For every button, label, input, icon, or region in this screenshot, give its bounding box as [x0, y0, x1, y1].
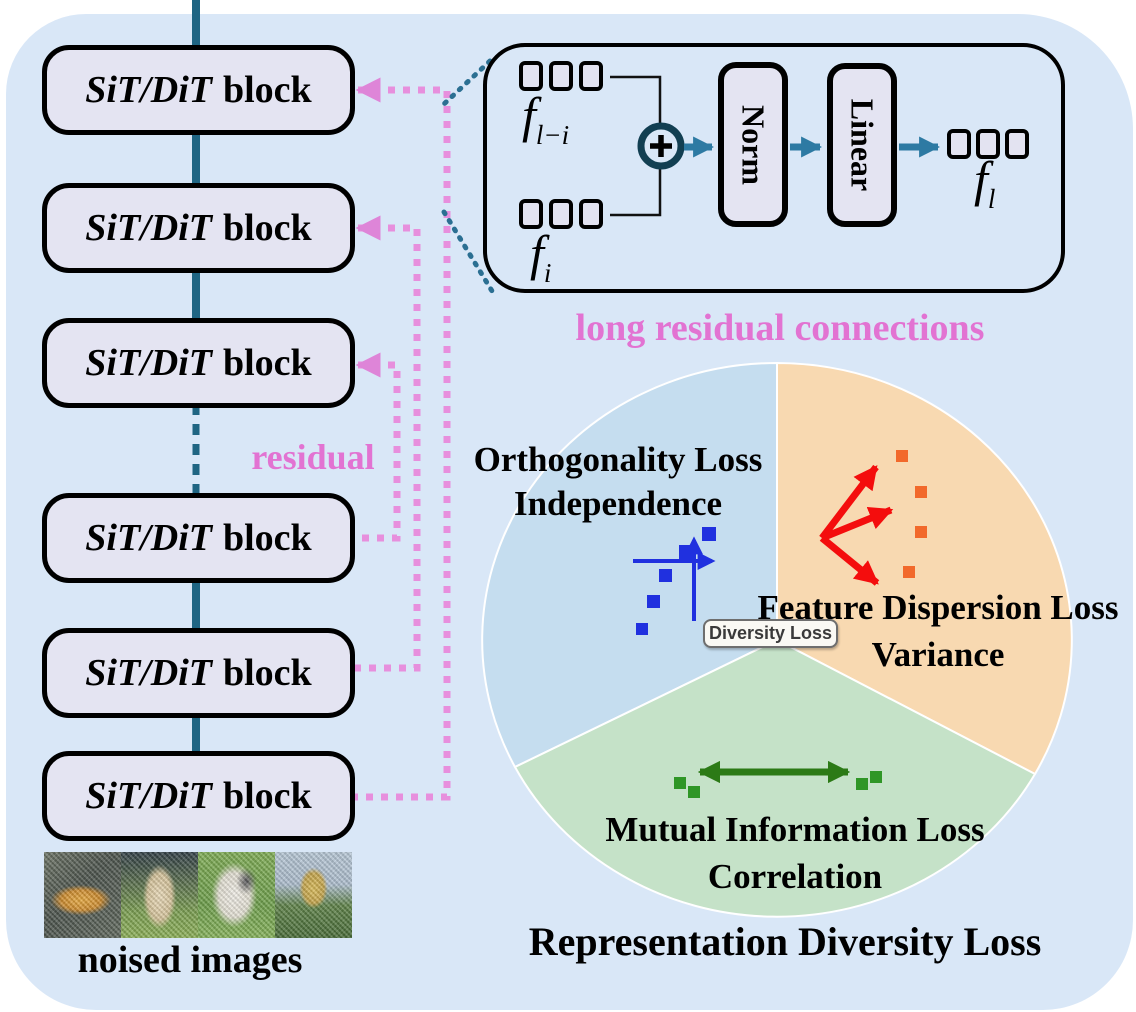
- sector-subtitle: Variance: [871, 635, 1005, 674]
- block-label-rest: block: [222, 207, 312, 249]
- input-tokens-top: [519, 61, 603, 91]
- mutual-information-icon: [674, 760, 882, 798]
- block-label-rest: block: [222, 342, 312, 384]
- block-label-rest: block: [222, 517, 312, 559]
- mutual-information-loss-label: Mutual Information Loss Correlation: [595, 806, 995, 900]
- pie-sector-orthogonality: [481, 361, 778, 769]
- block-label-rest: block: [222, 775, 312, 817]
- noised-image-terrier-dog: [198, 852, 275, 938]
- token-square: [549, 199, 573, 229]
- token-square: [579, 199, 603, 229]
- linear-label: Linear: [844, 98, 881, 192]
- token-square: [549, 61, 573, 91]
- sector-title: Orthogonality Loss: [473, 440, 763, 479]
- residual-connections: [354, 77, 451, 801]
- block-label-italic: SiT/DiT: [85, 775, 212, 817]
- zoom-callout-lines: [441, 58, 495, 294]
- block-label-italic: SiT/DiT: [85, 342, 212, 384]
- f-base: f: [974, 151, 988, 207]
- token-square: [519, 61, 543, 91]
- block-label-italic: SiT/DiT: [85, 517, 212, 559]
- f-subscript: l: [987, 184, 996, 214]
- feature-dispersion-icon: [819, 450, 927, 586]
- pie-sector-feature-dispersion: [776, 361, 1073, 776]
- sector-subtitle: Independence: [513, 484, 723, 523]
- sector-subtitle: Correlation: [707, 857, 883, 896]
- representation-diversity-loss-caption: Representation Diversity Loss: [528, 919, 1042, 964]
- orthogonality-axes-icon: [633, 527, 716, 635]
- long-residual-connections-label: long residual connections: [575, 307, 985, 349]
- residual-connection-b4-to-b3: [354, 352, 401, 542]
- diversity-loss-center-badge: Diversity Loss: [703, 619, 838, 648]
- detail-box-wiring: [610, 75, 941, 217]
- green-scatter-squares: [674, 771, 882, 798]
- norm-box: Norm: [718, 62, 788, 227]
- token-square: [1005, 129, 1029, 159]
- sit-dit-block-1: SiT/DiT block: [42, 45, 355, 135]
- sit-dit-block-6: SiT/DiT block: [42, 751, 355, 841]
- sit-dit-block-2: SiT/DiT block: [42, 183, 355, 273]
- input-tokens-bottom: [519, 199, 603, 229]
- block-label-italic: SiT/DiT: [85, 69, 212, 111]
- sit-dit-block-4: SiT/DiT block: [42, 493, 355, 583]
- block-label-rest: block: [222, 652, 312, 694]
- noised-image-temple: [275, 852, 352, 938]
- block-label-italic: SiT/DiT: [85, 652, 212, 694]
- residual-label: residual: [251, 437, 375, 477]
- token-square: [579, 61, 603, 91]
- feature-label-f-i: fi: [530, 224, 551, 289]
- noised-image-borzoi-dog: [121, 852, 198, 938]
- f-base: f: [530, 225, 544, 281]
- sit-dit-block-3: SiT/DiT block: [42, 318, 355, 408]
- token-square: [947, 129, 971, 159]
- f-base: f: [522, 87, 536, 143]
- linear-box: Linear: [827, 63, 897, 227]
- output-tokens: [947, 129, 1029, 159]
- token-square: [976, 129, 1000, 159]
- norm-label: Norm: [735, 104, 772, 185]
- noised-images-caption: noised images: [77, 939, 303, 981]
- sit-dit-block-5: SiT/DiT block: [42, 628, 355, 718]
- block-label-rest: block: [222, 69, 312, 111]
- noised-image-fish: [44, 852, 121, 938]
- token-square: [519, 199, 543, 229]
- blue-scatter-squares: [636, 527, 716, 635]
- long-residual-detail-box: [483, 43, 1065, 293]
- feature-label-f-l: fl: [974, 150, 995, 215]
- residual-connection-b5-to-b2: [354, 215, 421, 672]
- sector-title: Mutual Information Loss: [605, 810, 985, 849]
- feature-label-f-l-minus-i: fl−i: [522, 86, 569, 151]
- residual-connection-b6-to-b1: [354, 77, 451, 801]
- f-subscript: l−i: [535, 120, 570, 150]
- orthogonality-loss-label: Orthogonality Loss Independence: [448, 438, 788, 526]
- block-label-italic: SiT/DiT: [85, 207, 212, 249]
- plus-icon: [650, 135, 672, 157]
- orange-scatter-squares: [896, 450, 927, 578]
- f-subscript: i: [543, 258, 552, 288]
